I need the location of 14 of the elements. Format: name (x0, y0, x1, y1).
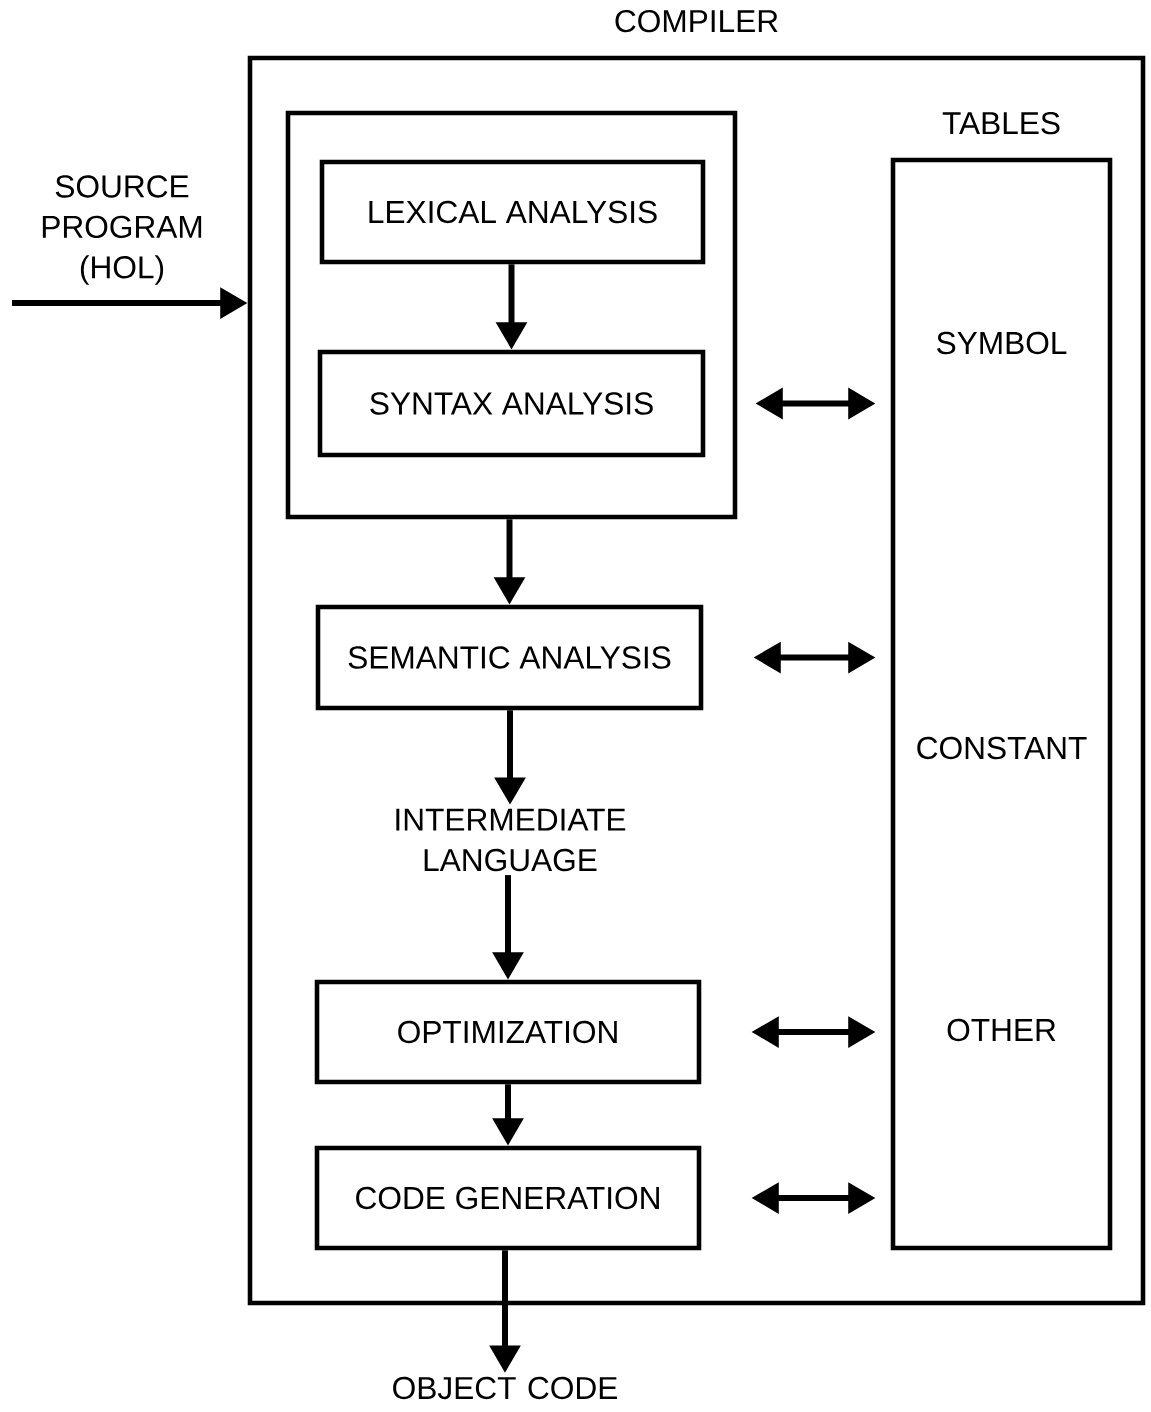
process-box: SYNTAX ANALYSIS (317, 349, 706, 458)
table-label: OTHER (947, 1018, 1056, 1042)
box-heading: COMPILER (615, 9, 778, 33)
flow-label: INTERMEDIATE LANGUAGE (396, 808, 626, 872)
box-heading: TABLES (942, 111, 1060, 135)
edge-label: SOURCE PROGRAM (HOL) (15, 173, 229, 287)
process-box: CODE GENERATION (314, 1145, 702, 1251)
group-box (285, 110, 738, 520)
process-box: SEMANTIC ANALYSIS (315, 604, 704, 711)
process-box: OPTIMIZATION (314, 979, 702, 1085)
table-label: SYMBOL (937, 331, 1067, 355)
flow-label: OBJECT CODE (393, 1376, 617, 1400)
table-label: CONSTANT (917, 736, 1087, 760)
process-box: LEXICAL ANALYSIS (319, 159, 706, 265)
